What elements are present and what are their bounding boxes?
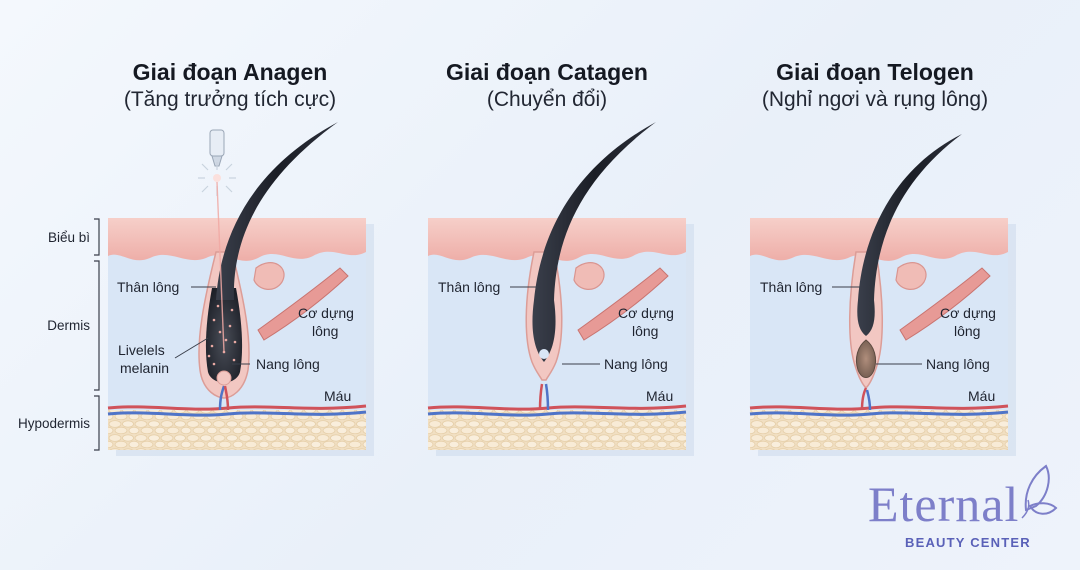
label-muscle: Cơ dựng	[618, 305, 674, 321]
club-hair	[855, 339, 877, 378]
laser-device-icon	[198, 129, 236, 353]
stage-subheading: (Chuyển đổi)	[486, 88, 608, 111]
panel-catagen	[427, 122, 694, 456]
hypodermis-layer	[750, 410, 1008, 450]
arrector-muscle	[899, 267, 991, 341]
label-hair-shaft: Thân lông	[760, 279, 822, 295]
hair-shaft	[216, 122, 338, 300]
arrector-muscle	[577, 267, 669, 341]
label-hair-shaft: Thân lông	[117, 279, 179, 295]
label-blood: Máu	[324, 388, 351, 404]
stage-title-anagen: Giai đoạn Anagen (Tăng trưởng tích cực)	[70, 58, 390, 114]
layer-label-dermis: Dermis	[47, 318, 90, 333]
stage-heading: Giai đoạn Telogen	[776, 59, 974, 85]
layer-label-hypodermis: Hypodermis	[18, 416, 90, 431]
stage-heading: Giai đoạn Anagen	[132, 59, 328, 85]
brand-tagline: BEAUTY CENTER	[905, 535, 1031, 550]
layer-brackets	[94, 218, 100, 451]
label-muscle: Cơ dựng	[940, 305, 996, 321]
stage-subheading: (Nghỉ ngơi và rụng lông)	[761, 88, 989, 111]
label-muscle-2: lông	[312, 323, 338, 339]
sebaceous-gland	[253, 262, 285, 290]
stage-title-telogen: Giai đoạn Telogen (Nghỉ ngơi và rụng lôn…	[715, 58, 1035, 114]
label-follicle: Nang lông	[256, 356, 320, 372]
label-blood: Máu	[968, 388, 995, 404]
sebaceous-gland	[895, 262, 927, 290]
hypodermis-layer	[428, 410, 686, 450]
stage-title-catagen: Giai đoạn Catagen (Chuyển đổi)	[387, 58, 707, 114]
label-follicle: Nang lông	[604, 356, 668, 372]
panel-anagen	[107, 122, 374, 456]
hair-shaft	[857, 134, 962, 336]
label-melanin: Livelels	[118, 342, 165, 358]
label-blood: Máu	[646, 388, 673, 404]
label-muscle-2: lông	[632, 323, 658, 339]
label-muscle-2: lông	[954, 323, 980, 339]
stage-subheading: (Tăng trưởng tích cực)	[123, 88, 337, 111]
sebaceous-gland	[573, 262, 605, 290]
hypodermis-layer	[108, 410, 366, 450]
label-melanin-2: melanin	[120, 360, 169, 376]
callout-lines	[174, 286, 922, 365]
butterfly-logo-icon	[1021, 464, 1058, 519]
hair-shaft	[532, 122, 656, 362]
panel-telogen	[749, 134, 1016, 456]
label-follicle: Nang lông	[926, 356, 990, 372]
stage-heading: Giai đoạn Catagen	[446, 59, 648, 85]
label-hair-shaft: Thân lông	[438, 279, 500, 295]
brand-logo-text: Eternal	[868, 476, 1020, 532]
arrector-muscle	[257, 267, 349, 341]
label-muscle: Cơ dựng	[298, 305, 354, 321]
layer-label-epidermis: Biểu bì	[48, 230, 90, 245]
